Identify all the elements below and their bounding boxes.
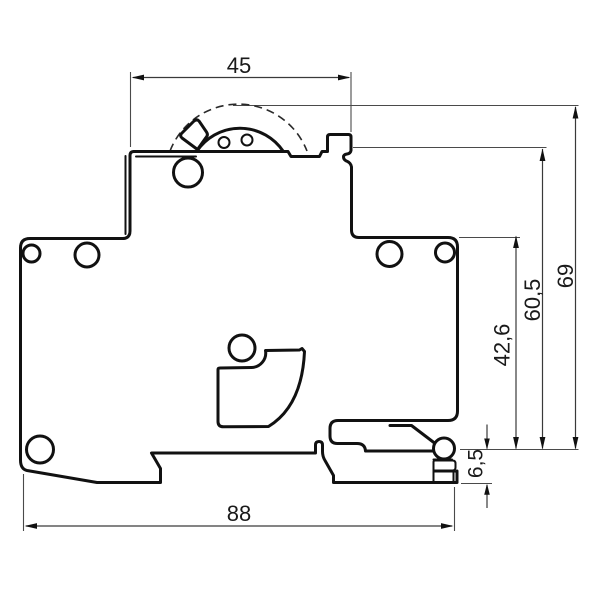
dim-arrow-left: [24, 523, 37, 529]
dim-front-width: 45: [131, 53, 351, 81]
housing-hole-circle-1: [21, 243, 42, 264]
din-clip-step-1: [432, 459, 457, 483]
dim-label-overall-height: 69: [553, 264, 578, 288]
dim-label-front-height: 60,5: [520, 279, 545, 322]
dim-label-rail-clip-depth: 6,5: [465, 449, 488, 478]
dim-label-front-width: 45: [227, 53, 251, 78]
dim-arrow-up: [513, 235, 519, 248]
dim-rail-clip-depth: 6,5: [465, 424, 490, 508]
dome-screw-circle-left: [217, 136, 231, 149]
housing-hole-circle-3: [375, 240, 404, 268]
dim-label-body-height: 42,6: [490, 324, 515, 367]
pocket-hole-circle: [227, 333, 257, 363]
label-window-cutout: [216, 347, 306, 429]
foot-hole-circle: [25, 434, 55, 465]
dim-arrow-up: [484, 483, 490, 495]
dim-arrow-down: [484, 438, 490, 450]
dim-arrow-down: [572, 437, 579, 450]
din-clip-step-2: [433, 470, 459, 483]
dim-arrow-down: [513, 437, 519, 450]
housing-hole-circle-2: [73, 241, 101, 269]
dome-screw-circle-right: [240, 133, 254, 147]
dim-arrow-right: [441, 523, 454, 529]
dim-arrow-right: [338, 74, 351, 81]
dim-overall-height: 69: [553, 106, 579, 450]
dim-arrow-left: [131, 74, 144, 81]
breaker-body-outline: [132, 133, 459, 453]
din-clip-edge: [388, 424, 436, 445]
dim-front-height: 60,5: [520, 148, 546, 450]
breaker-body-outline-left: [19, 150, 459, 484]
housing-hole-circle-4: [434, 241, 456, 264]
dim-overall-depth: 88: [24, 501, 454, 529]
dim-arrow-up: [572, 106, 579, 119]
extension-lines: [22, 72, 579, 531]
lever-pivot-circle: [172, 156, 204, 189]
toggle-lever-knob: [179, 118, 209, 151]
toggle-dome-arc: [195, 126, 285, 153]
dim-arrow-up: [539, 148, 546, 161]
dim-arrow-down: [539, 437, 546, 450]
din-clip-roller-circle: [432, 436, 456, 461]
dim-body-height: 42,6: [490, 235, 519, 450]
dim-label-overall-depth: 88: [227, 501, 251, 526]
